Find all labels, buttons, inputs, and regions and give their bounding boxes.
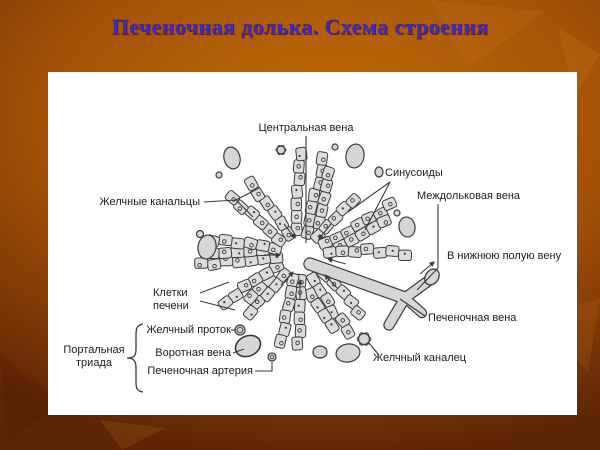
label-bile-duct: Желчный проток [146, 324, 231, 336]
background-leaf-decoration [430, 0, 545, 68]
liver-cells-leader [199, 300, 236, 311]
sinusoids-leader [364, 181, 391, 231]
portal-vein-leader [232, 348, 245, 354]
sinusoids-leader [347, 181, 391, 213]
small-vessel [393, 209, 401, 217]
interlobular-vein-leader [416, 204, 439, 291]
hepatocyte-cord [290, 146, 308, 237]
flow-arrow [419, 261, 435, 275]
hepatic-artery-leader [255, 362, 273, 372]
hepatic-vein-vessel [303, 257, 440, 331]
hepatocyte-cord [273, 272, 300, 349]
bile-canaliculus-cluster [275, 144, 287, 155]
interlobular-vessel [223, 146, 241, 170]
label-hepatic-artery: Печеночная артерия [147, 365, 253, 377]
interlobular-vessel [197, 234, 217, 260]
slide-title: Печеночная долька. Схема строения [111, 14, 489, 39]
bile-canaliculi-leader [203, 187, 260, 203]
flow-arrow [280, 271, 294, 286]
hepatic-vein-leader [399, 298, 426, 317]
small-vessel [331, 143, 339, 151]
small-vessel [195, 229, 205, 239]
background-leaf-decoration [558, 28, 600, 96]
label-central-vein: Центральная вена [258, 122, 354, 134]
label-bile-canaliculi: Желчные канальцы [99, 196, 200, 208]
bile-duct-circle [234, 324, 246, 336]
liver-cells-leader [199, 281, 230, 294]
label-liver-cells: Клетки печени [153, 287, 189, 312]
flow-arrow [324, 274, 338, 289]
background-leaf-decoration [0, 355, 62, 442]
hepatic-artery-circle [267, 352, 277, 362]
hepatocyte-cord [217, 259, 285, 311]
vessel-oval [335, 343, 361, 363]
label-to-inferior-vena-cava: В нижнюю полую вену [447, 250, 562, 262]
flow-arrow [326, 257, 347, 265]
label-bile-canaliculus: Желчный каналец [373, 352, 467, 364]
background-leaf-decoration [100, 420, 165, 450]
hepatocyte-cord [322, 242, 413, 262]
hepatocyte-cord [243, 175, 296, 242]
bile-canaliculi-leader [235, 199, 254, 218]
label-portal-vein: Воротная вена [155, 347, 231, 359]
bile-canaliculus-cluster [356, 332, 372, 346]
portal-vein-oval [234, 334, 262, 358]
label-sinusoids: Синусоиды [385, 167, 443, 179]
interlobular-vessel [345, 143, 365, 169]
portal-triad-brace [126, 323, 144, 393]
label-hepatic-vein: Печеночная вена [428, 312, 517, 324]
label-portal-triad: Портальная триада [63, 344, 125, 369]
small-vessel [215, 171, 223, 179]
hepatocyte-cord [194, 244, 284, 271]
hepatocyte-cord [303, 271, 356, 340]
label-interlobular-vein: Междольковая вена [417, 190, 521, 202]
flow-arrow [318, 223, 332, 240]
vessel-oval [312, 345, 328, 359]
flow-arrow [283, 223, 296, 239]
hepatocyte-cord [224, 190, 287, 248]
bile-canaliculus-leader [368, 342, 380, 356]
interlobular-vessel [398, 216, 416, 238]
liver-lobule-diagram [126, 136, 440, 393]
diagram-panel: Центральная вена Синусоиды Междольковая … [48, 72, 577, 415]
small-vessel [374, 166, 384, 178]
